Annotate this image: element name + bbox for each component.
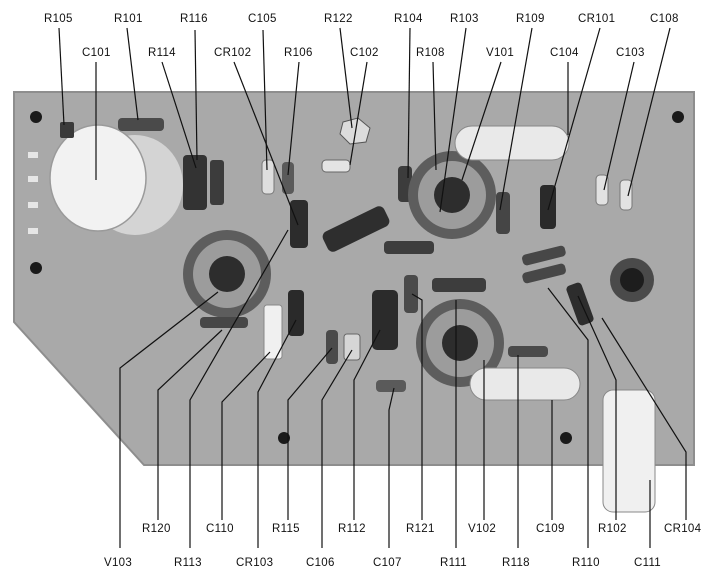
- label-c110: C110: [206, 523, 234, 535]
- capacitor-c106: [343, 333, 361, 361]
- label-r120: R120: [142, 523, 171, 535]
- label-r108: R108: [416, 47, 445, 59]
- label-v101: V101: [486, 47, 514, 59]
- capacitor-c108: [619, 179, 633, 211]
- resistor-r103: [384, 241, 434, 254]
- label-r113: R113: [174, 557, 202, 569]
- capacitor-tilted: [322, 206, 390, 252]
- label-r106: R106: [284, 47, 313, 59]
- capacitor-c109: [469, 367, 581, 401]
- label-cr104: CR104: [664, 523, 702, 535]
- resistor-group: [522, 263, 566, 284]
- label-r114: R114: [148, 47, 176, 59]
- label-r105: R105: [44, 13, 73, 25]
- label-c109: C109: [536, 523, 565, 535]
- label-c103: C103: [616, 47, 645, 59]
- resistor-r109: [496, 192, 510, 234]
- diode-cr103: [288, 290, 304, 336]
- capacitor-c111: [602, 389, 656, 513]
- tube-socket-v102: [416, 299, 504, 387]
- jack: [610, 258, 654, 302]
- label-r103: R103: [450, 13, 479, 25]
- label-c105: C105: [248, 13, 277, 25]
- label-r116: R116: [180, 13, 208, 25]
- tube-socket-v103: [183, 230, 271, 318]
- label-c107: C107: [373, 557, 402, 569]
- label-c101: C101: [82, 47, 111, 59]
- resistor-r116: [183, 155, 207, 210]
- label-r122: R122: [324, 13, 353, 25]
- diode-cr102: [290, 200, 308, 248]
- resistor-r105: [60, 122, 74, 138]
- label-c108: C108: [650, 13, 679, 25]
- capacitor-c107: [376, 380, 406, 392]
- resistor-r114: [210, 160, 224, 205]
- label-c106: C106: [306, 557, 335, 569]
- resistor-r111: [432, 278, 486, 292]
- label-r109: R109: [516, 13, 545, 25]
- resistor-r115: [326, 330, 338, 364]
- mount-hole-top-left: [30, 111, 42, 123]
- label-v102: V102: [468, 523, 496, 535]
- components: [49, 117, 656, 513]
- component-labels: R105 R101 R116 C105 R122 R104 R103 R109 …: [44, 13, 702, 569]
- mount-hole-left: [30, 262, 42, 274]
- label-r102: R102: [598, 523, 627, 535]
- label-r104: R104: [394, 13, 423, 25]
- label-r121: R121: [406, 523, 435, 535]
- mount-hole-bottom-right: [560, 432, 572, 444]
- label-v103: V103: [104, 557, 132, 569]
- resistor-r121: [404, 275, 418, 313]
- resistor-r110: [522, 245, 566, 266]
- mount-hole-top-right: [672, 111, 684, 123]
- label-c102: C102: [350, 47, 379, 59]
- label-r115: R115: [272, 523, 300, 535]
- label-r101: R101: [114, 13, 143, 25]
- label-cr101: CR101: [578, 13, 615, 25]
- resistor-r118: [508, 346, 548, 357]
- tube-socket-v101: [408, 151, 496, 239]
- mount-hole-bottom-mid: [278, 432, 290, 444]
- resistor-r112: [372, 290, 398, 350]
- leader-lines: [58, 27, 671, 226]
- label-c111: C111: [634, 557, 661, 569]
- label-r110: R110: [572, 557, 600, 569]
- label-cr103: CR103: [236, 557, 273, 569]
- label-cr102: CR102: [214, 47, 251, 59]
- capacitor-c105: [261, 159, 275, 195]
- resistor-r101: [118, 118, 164, 131]
- label-r111: R111: [440, 557, 467, 569]
- capacitor-c103: [595, 174, 609, 206]
- capacitor-c110: [263, 304, 283, 360]
- capacitor-c101-can: [49, 124, 183, 235]
- label-r112: R112: [338, 523, 366, 535]
- label-r118: R118: [502, 557, 530, 569]
- resistor-r106: [282, 162, 294, 194]
- resistor-r113: [200, 317, 248, 328]
- leader-lines-bottom: [119, 229, 687, 548]
- capacitor-c102: [321, 159, 351, 173]
- edge-connector-pads: [28, 152, 38, 234]
- label-c104: C104: [550, 47, 579, 59]
